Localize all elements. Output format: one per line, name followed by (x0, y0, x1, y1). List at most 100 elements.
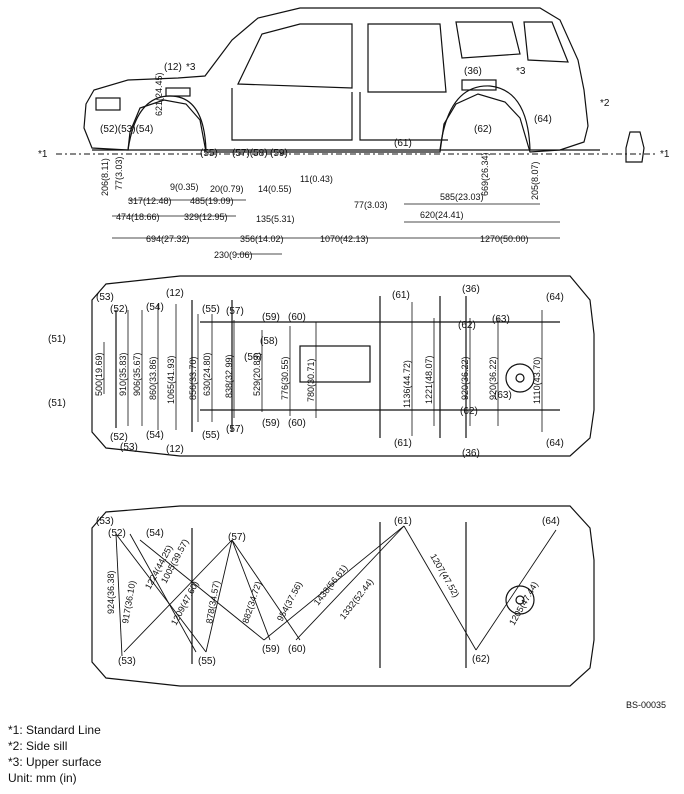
dim-882: 882(34.72) (240, 580, 263, 625)
bottom-label-53-bottom: (53) (120, 442, 138, 453)
bottom-label-61-bottom: (61) (394, 438, 412, 449)
bottom-label-55-top: (55) (202, 304, 220, 315)
headlight (95, 97, 121, 111)
bottom-label-36-bottom: (36) (462, 448, 480, 459)
dim-1065: 1065(41.93) (166, 355, 176, 404)
dim-924: 924(36.38) (106, 570, 116, 614)
rear-window (523, 21, 569, 63)
bottom-label-58: (58) (260, 336, 278, 347)
dim-630: 630(24.80) (202, 352, 212, 396)
underbody-outline-2 (91, 505, 595, 687)
side-view (83, 7, 645, 163)
dim-585: 585(23.03) (440, 192, 484, 202)
dim-485: 485(19.09) (190, 196, 234, 206)
dim-669: 669(26.34) (480, 152, 490, 196)
dim-954: 954(37.56) (275, 580, 304, 623)
dim-780: 780(30.71) (306, 358, 316, 402)
side-dim-lines (112, 199, 560, 255)
rear-strut-top (461, 79, 497, 91)
dim-694: 694(27.32) (146, 234, 190, 244)
dim-1209: 1209(47.60) (169, 579, 201, 627)
vehicle-side-outline (83, 7, 589, 153)
side-label-59: (59) (270, 148, 288, 159)
dim-230: 230(9.06) (214, 250, 253, 260)
side-label-52-53-54: (52)(53)(54) (100, 124, 153, 135)
front-door (231, 88, 353, 141)
dim-910: 910(35.83) (118, 352, 128, 396)
dim-776: 776(30.55) (280, 356, 290, 400)
bottom-label-53-top: (53) (96, 292, 114, 303)
bottom-label-64-top: (64) (546, 292, 564, 303)
diag-label-55: (55) (198, 656, 216, 667)
dim-14: 14(0.55) (258, 184, 292, 194)
diag-label-61: (61) (394, 516, 412, 527)
diag-label-54: (54) (146, 528, 164, 539)
rear-wheel-arch (439, 85, 531, 151)
bottom-label-36-top: (36) (462, 284, 480, 295)
bottom-label-59-bottom: (59) (262, 418, 280, 429)
dim-1136: 1136(44.72) (402, 360, 412, 408)
dim-620: 620(24.41) (420, 210, 464, 220)
bottom-dim-lines (103, 302, 543, 436)
side-label-62: (62) (474, 124, 492, 135)
dim-860: 860(33.86) (148, 356, 158, 400)
strut-top (165, 87, 191, 97)
dim-1070: 1070(42.13) (320, 234, 369, 244)
dim-206: 206(8.11) (100, 158, 110, 196)
diag-label-62: (62) (472, 654, 490, 665)
underbody-outline-1 (91, 275, 595, 457)
bottom-label-12-bottom: (12) (166, 444, 184, 455)
bottom-label-52-top: (52) (110, 304, 128, 315)
dim-77-rear: 77(3.03) (354, 200, 388, 210)
bottom-label-54-top: (54) (146, 302, 164, 313)
side-label-12: (12) (164, 62, 182, 73)
bottom-label-57-bottom: (57) (226, 424, 244, 435)
dim-1270: 1270(50.00) (480, 234, 529, 244)
legend-side-sill: *2: Side sill (8, 739, 68, 753)
dim-529: 529(20.83) (252, 352, 262, 396)
rear-door (359, 92, 448, 141)
dim-135: 135(5.31) (256, 214, 295, 224)
side-label-61: (61) (394, 138, 412, 149)
bottom-label-12-top: (12) (166, 288, 184, 299)
side-label-55: (55) (200, 148, 218, 159)
std-line-mark-left: *1 (38, 149, 48, 160)
diag-label-57: (57) (228, 532, 246, 543)
bottom-label-59-top: (59) (262, 312, 280, 323)
diag-label-60: (60) (288, 644, 306, 655)
dim-920-a: 920(36.22) (460, 356, 470, 400)
dim-1110: 1110(43.70) (532, 357, 542, 404)
dim-906: 906(35.67) (132, 352, 142, 396)
dim-356: 356(14.02) (240, 234, 284, 244)
dim-1221: 1221(48.07) (424, 355, 434, 404)
diag-label-64: (64) (542, 516, 560, 527)
side-label-36: (36) (464, 66, 482, 77)
dim-329: 329(12.95) (184, 212, 228, 222)
bottom-label-52-bottom: (52) (110, 432, 128, 443)
front-wheel-arch (127, 95, 207, 151)
bottom-label-64-bottom: (64) (546, 438, 564, 449)
dim-856: 856(33.70) (188, 356, 198, 400)
bottom-label-51-top: (51) (48, 334, 66, 345)
diag-label-52: (52) (108, 528, 126, 539)
front-door-window (237, 23, 353, 89)
dim-917: 917(36.10) (120, 580, 137, 625)
dim-621: 621(24.45) (154, 72, 164, 116)
dim-77-front: 77(3.03) (114, 156, 124, 190)
std-line-mark-right: *1 (660, 149, 670, 160)
bottom-label-57-top: (57) (226, 306, 244, 317)
dim-1438: 1438(56.61) (312, 563, 350, 607)
side-sill (625, 131, 645, 163)
bottom-label-61-top: (61) (392, 290, 410, 301)
bottom-label-60-bottom: (60) (288, 418, 306, 429)
bottom-view (91, 275, 595, 457)
legend-standard-line: *1: Standard Line (8, 723, 101, 737)
diagonal-view (91, 505, 595, 687)
legend-upper-surface: *3: Upper surface (8, 755, 102, 769)
dim-878: 878(34.57) (204, 580, 221, 625)
bottom-label-63-bottom: (63) (494, 390, 512, 401)
diag-label-53-top: (53) (96, 516, 114, 527)
bottom-label-54-bottom: (54) (146, 430, 164, 441)
legend: *1: Standard Line *2: Side sill *3: Uppe… (8, 722, 101, 786)
